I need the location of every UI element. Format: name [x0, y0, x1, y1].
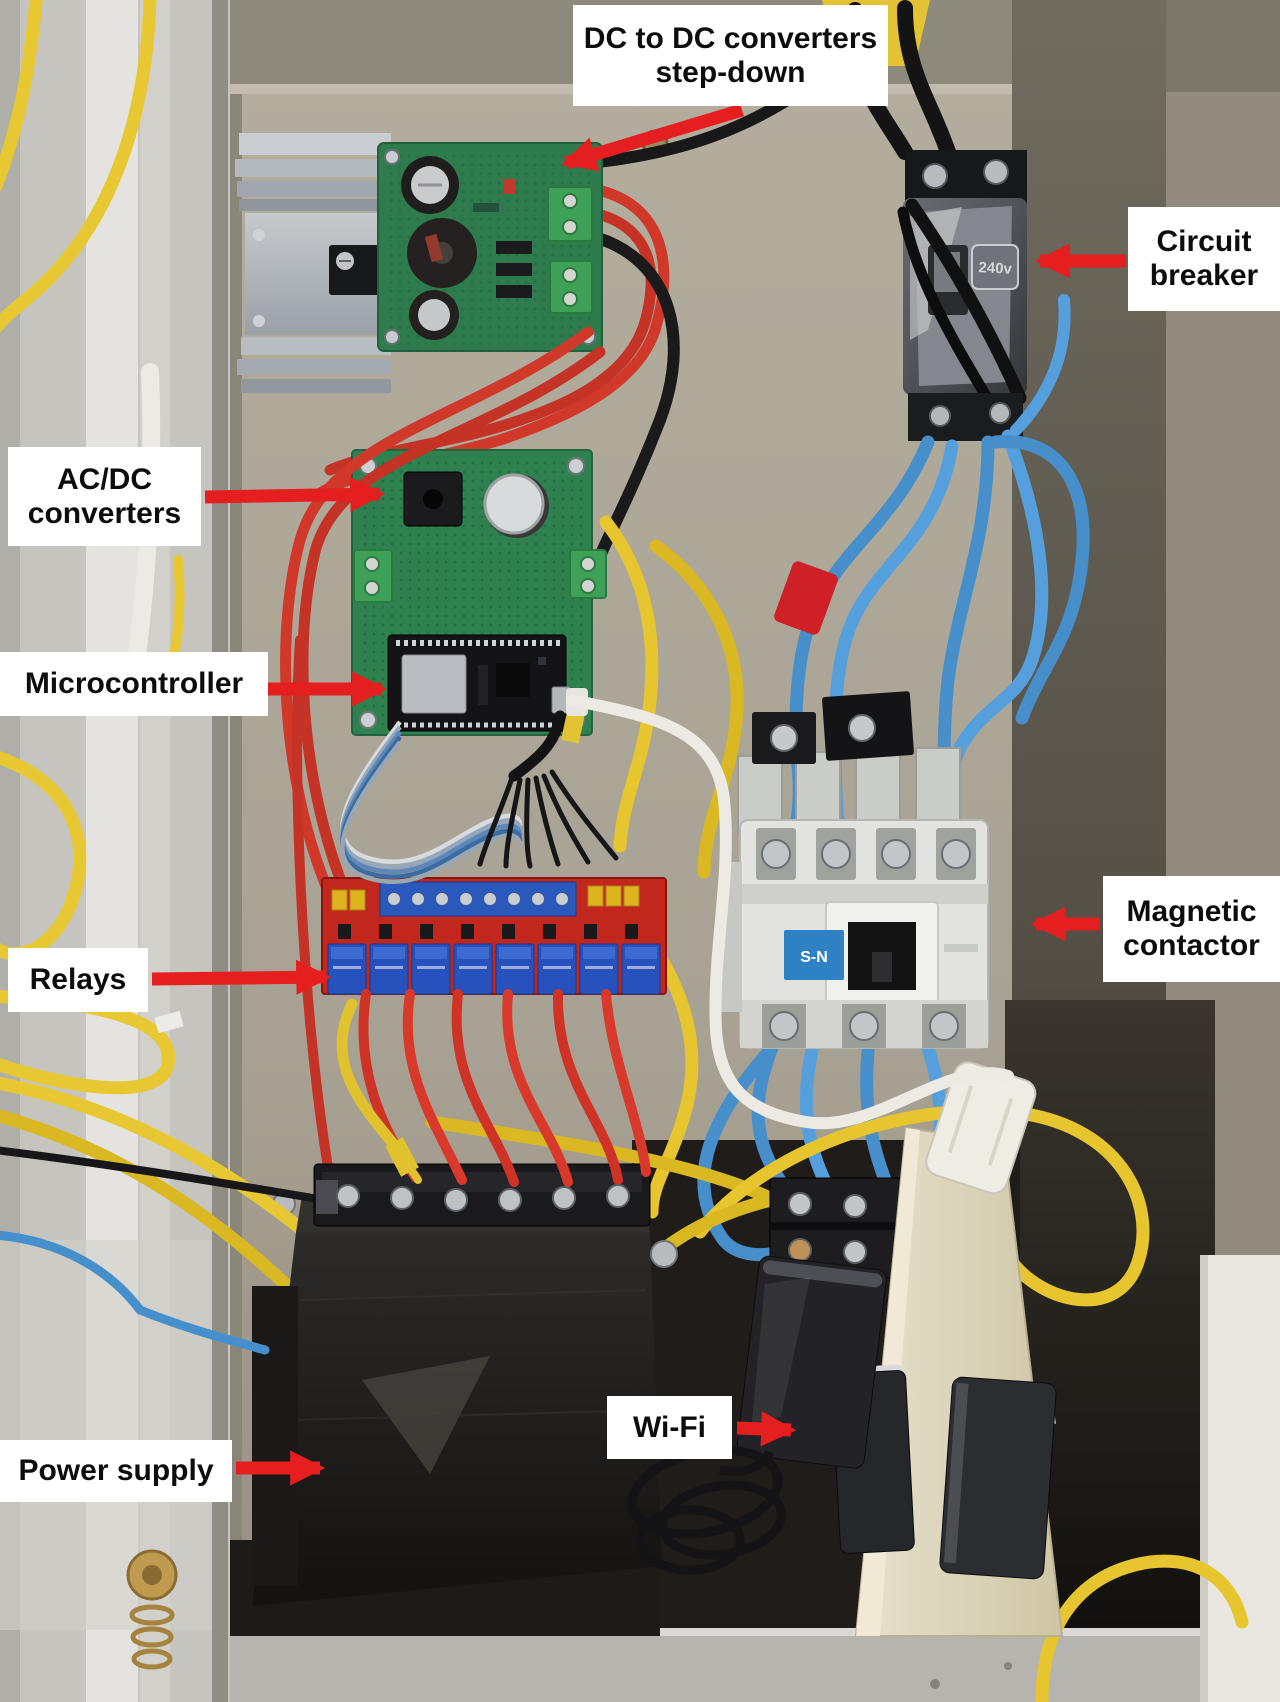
label-microcontroller-text: Microcontroller — [24, 667, 244, 701]
label-circuit-breaker-text: Circuit breaker — [1149, 225, 1259, 292]
arrow-ac-dc-converters — [204, 476, 386, 513]
label-ac-dc-converters-text: AC/DC converters — [27, 462, 182, 530]
blue-wire-bottom-left — [0, 1230, 270, 1355]
terminal-strip-left-screws — [336, 1184, 630, 1212]
label-wifi-text: Wi-Fi — [632, 1410, 707, 1444]
power-adapters — [831, 1364, 1057, 1580]
acdc-perfboard — [351, 449, 607, 736]
door-frame-right — [1200, 1255, 1280, 1702]
label-dc-dc-converters-text: DC to DC converters step-down — [583, 21, 878, 89]
esp32-rf-shield — [401, 654, 467, 714]
acdc-converter-module — [403, 471, 463, 527]
red-wires-left — [280, 326, 606, 1185]
arrow-dc-dc-converters — [560, 103, 744, 172]
label-power-supply: Power supply — [0, 1440, 232, 1502]
heatsink — [235, 133, 407, 393]
label-dc-dc-converters: DC to DC converters step-down — [573, 5, 888, 106]
yellow-wires-center — [425, 515, 1249, 1702]
label-magnetic-contactor: Magnetic contactor — [1103, 876, 1280, 982]
circuit-breaker: 240v — [822, 0, 1027, 441]
arrow-relays — [151, 959, 332, 995]
yellow-cable-tie — [561, 710, 585, 744]
rainbow-ribbon-cable — [340, 720, 523, 885]
label-relays: Relays — [8, 948, 148, 1012]
red-tape-marker — [774, 561, 838, 635]
label-relays-text: Relays — [29, 963, 127, 997]
transformer-bolt — [650, 1240, 678, 1268]
jumper-wires — [477, 710, 619, 869]
arrow-wifi — [736, 1411, 797, 1447]
contactor-brand-label — [784, 930, 844, 980]
label-wifi: Wi-Fi — [607, 1396, 732, 1459]
label-circuit-breaker: Circuit breaker — [1128, 207, 1280, 311]
annotation-arrows — [151, 103, 1126, 1486]
cabinet-door-left — [0, 0, 230, 1702]
black-wire-bottom-left — [0, 1146, 328, 1204]
label-microcontroller: Microcontroller — [0, 652, 268, 716]
esp32-microcontroller — [387, 634, 571, 732]
cabinet-sill — [60, 1628, 1220, 1702]
wifi-cable-coil — [627, 1445, 787, 1575]
contactor-brand-text: S-N — [800, 949, 828, 966]
door-hinge-spring — [126, 1549, 178, 1670]
label-ac-dc-converters: AC/DC converters — [8, 447, 201, 546]
breaker-voltage-marking: 240v — [978, 259, 1013, 278]
label-magnetic-contactor-text: Magnetic contactor — [1123, 895, 1260, 962]
relay-transistors — [338, 924, 638, 939]
terminal-strip-left — [313, 1163, 651, 1227]
cable-clip — [154, 1010, 184, 1034]
magnetic-contactor: S-N — [720, 691, 989, 1049]
white-usb-cable — [566, 694, 1014, 1130]
wifi-adapter — [736, 1255, 887, 1469]
label-power-supply-text: Power supply — [18, 1454, 214, 1488]
relay-terminal-strip — [379, 881, 577, 917]
blue-relays — [327, 943, 661, 995]
relay-board — [321, 877, 667, 995]
dcdc-converter-board — [377, 142, 603, 352]
yellow-crimp — [385, 1137, 419, 1177]
white-power-plug — [925, 1061, 1037, 1195]
